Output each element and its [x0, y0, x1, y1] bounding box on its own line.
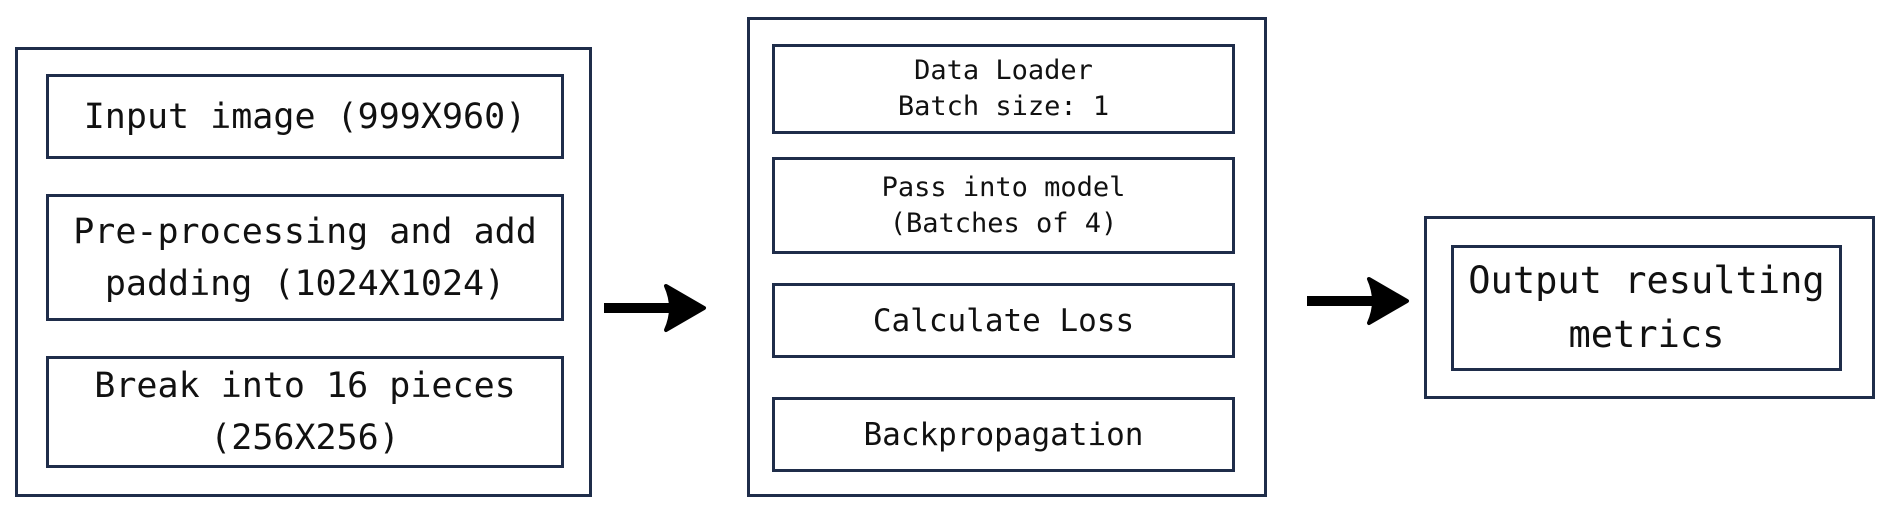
output-metrics-step: Output resulting metrics — [1451, 245, 1842, 371]
step-label-line-2: padding (1024X1024) — [104, 263, 506, 304]
break-into-pieces-step: Break into 16 pieces (256X256) — [46, 356, 564, 468]
backpropagation-step: Backpropagation — [772, 397, 1235, 472]
step-label-line-1: Pass into model — [881, 171, 1126, 203]
step-label-line-1: Pre-processing and add — [73, 211, 537, 252]
step-label-line-2: (256X256) — [210, 418, 400, 458]
step-label: Input image (999X960) — [83, 96, 527, 137]
flow-arrow-icon — [604, 284, 706, 332]
step-label-line-1: Break into 16 pieces — [94, 366, 516, 406]
calculate-loss-step: Calculate Loss — [772, 283, 1235, 358]
step-label-line-2: metrics — [1568, 313, 1725, 356]
data-loader-step: Data Loader Batch size: 1 — [772, 44, 1235, 134]
step-label-line-2: Batch size: 1 — [897, 91, 1110, 122]
step-label: Backpropagation — [863, 416, 1144, 453]
input-image-step: Input image (999X960) — [46, 74, 564, 159]
step-label: Calculate Loss — [872, 302, 1135, 339]
preprocessing-padding-step: Pre-processing and add padding (1024X102… — [46, 194, 564, 321]
flow-arrow-icon — [1307, 277, 1409, 325]
step-label-line-2: (Batches of 4) — [889, 207, 1118, 239]
step-label-line-1: Output resulting — [1468, 259, 1825, 302]
pass-into-model-step: Pass into model (Batches of 4) — [772, 157, 1235, 254]
step-label-line-1: Data Loader — [914, 55, 1093, 86]
